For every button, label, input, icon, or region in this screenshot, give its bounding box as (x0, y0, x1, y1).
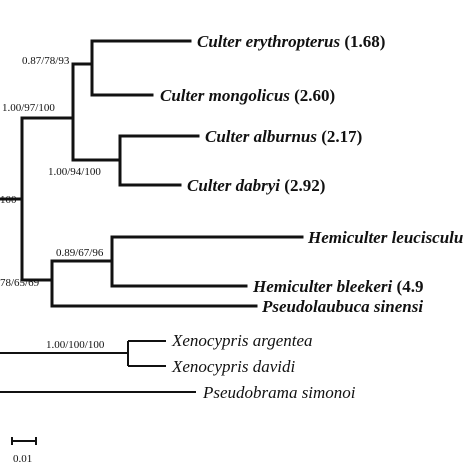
support-xenocypris: 1.00/100/100 (46, 339, 105, 351)
support-root: 100 (0, 194, 17, 206)
support-hemiculter: 0.89/67/96 (56, 247, 104, 259)
taxon-pseudolaubuca-sinensis: Pseudolaubuca sinensi (261, 297, 423, 316)
taxon-culter-alburnus: Culter alburnus (2.17) (205, 127, 362, 146)
tree-branches (0, 39, 304, 393)
support-values: 0.87/78/93 1.00/97/100 1.00/94/100 100 0… (0, 55, 105, 351)
taxon-xenocypris-argentea: Xenocypris argentea (171, 331, 313, 350)
taxon-culter-mongolicus: Culter mongolicus (2.60) (160, 86, 335, 105)
support-ery-mon: 0.87/78/93 (22, 55, 70, 67)
scale-bar: 0.01 (11, 437, 37, 465)
taxon-culter-dabryi: Culter dabryi (2.92) (187, 176, 325, 195)
taxon-hemiculter-bleekeri: Hemiculter bleekeri (4.9 (252, 277, 423, 296)
support-hemi-clade: 78/65/69 (0, 277, 40, 289)
support-alb-dab: 1.00/94/100 (48, 166, 101, 178)
taxon-xenocypris-davidi: Xenocypris davidi (171, 357, 295, 376)
support-culter: 1.00/97/100 (2, 102, 55, 114)
scale-bar-label: 0.01 (13, 453, 32, 465)
taxon-hemiculter-leucisculus: Hemiculter leucisculu (307, 228, 463, 247)
taxon-pseudobrama-simonoi: Pseudobrama simonoi (202, 383, 356, 402)
taxon-culter-erythropterus: Culter erythropterus (1.68) (197, 32, 385, 51)
taxon-labels: Culter erythropterus (1.68) Culter mongo… (160, 32, 463, 402)
